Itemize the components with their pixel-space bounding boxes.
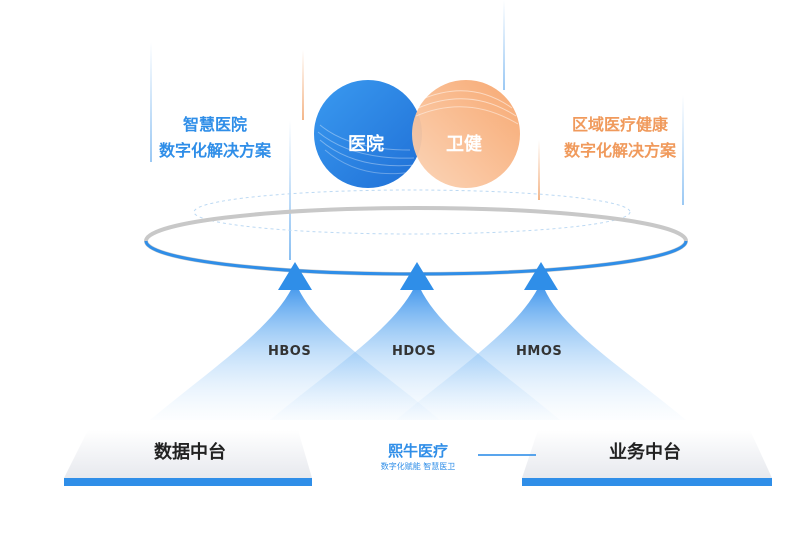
decor-line [289,120,291,260]
decor-line [538,140,540,200]
right-platform-title: 业务中台 [609,442,681,463]
decor-line [682,95,684,205]
health-circle-text: 卫健 [446,134,482,155]
decor-line [302,50,304,120]
center-brand-title: 熙牛医疗 [387,442,448,460]
left-solution-line2: 数字化解决方案 [158,141,271,160]
left-solution-line1: 智慧医院 [182,115,247,134]
hospital-circle-text: 医院 [348,134,384,155]
health-circle [412,80,520,188]
arrow-label-hmos: HMOS [516,344,563,359]
arrow-hmos [396,262,686,420]
center-brand: 熙牛医疗 数字化赋能 智慧医卫 [358,440,478,472]
left-platform [64,430,312,486]
arrow-label-hbos: HBOS [268,344,312,359]
right-solution-line2: 数字化解决方案 [563,141,676,160]
left-solution-label: 智慧医院 数字化解决方案 [140,112,290,164]
decor-line [503,0,505,90]
hospital-circle [314,80,422,188]
left-platform-title: 数据中台 [154,442,226,463]
right-platform [522,430,772,486]
decor-line [150,42,152,162]
right-solution-line1: 区域医疗健康 [571,115,668,134]
arrow-label-hdos: HDOS [392,344,437,359]
center-brand-subtitle: 数字化赋能 智慧医卫 [380,462,456,471]
inner-dashed-ring [193,189,631,235]
right-solution-label: 区域医疗健康 数字化解决方案 [540,112,700,164]
